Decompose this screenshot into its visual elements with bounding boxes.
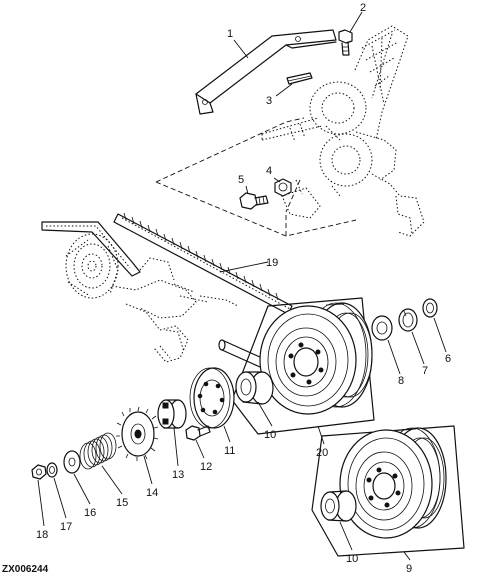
callout-6: 6 (445, 353, 451, 365)
figure-code: ZX006244 (2, 564, 49, 575)
part-15-spring (79, 432, 117, 470)
tensioner-assembly-phantom (41, 221, 239, 363)
pulley-assembly-20 (259, 302, 373, 415)
callout-12: 12 (200, 461, 212, 473)
callout-9: 9 (406, 563, 412, 575)
callout-17: 17 (60, 521, 72, 533)
part-16-washer (63, 450, 81, 474)
part-3-key (286, 72, 313, 85)
part-18-nut (31, 464, 47, 480)
part-6-washer (422, 298, 438, 318)
part-11-clutch-hub (189, 367, 235, 429)
part-2-bolt (338, 29, 353, 56)
callout-3: 3 (266, 95, 272, 107)
part-10-bushing (235, 371, 274, 405)
pulley-assembly-9 (339, 427, 447, 539)
main-shaft (218, 339, 263, 368)
part-10-bushing-b (320, 490, 357, 522)
callout-20: 20 (316, 447, 328, 459)
assembly-9-outline (311, 425, 465, 557)
part-1-bracket (195, 29, 337, 115)
callout-13: 13 (172, 469, 184, 481)
callout-5: 5 (238, 174, 244, 186)
callout-18: 18 (36, 529, 48, 541)
part-7-snap-ring (398, 308, 418, 332)
callout-8: 8 (398, 375, 404, 387)
callout-7: 7 (422, 365, 428, 377)
part-17-lock-washer (46, 462, 58, 478)
callout-labels: 1 2 3 4 5 6 7 8 9 10 10 11 12 13 14 15 1… (36, 2, 451, 575)
callout-16: 16 (84, 507, 96, 519)
callout-10-a: 10 (264, 429, 276, 441)
callout-11: 11 (224, 445, 235, 457)
part-14-sprocket (116, 406, 159, 461)
callout-15: 15 (116, 497, 128, 509)
part-12-cap-screw (185, 425, 211, 441)
leader-lines (37, 11, 447, 561)
callout-1: 1 (227, 28, 233, 40)
callout-19: 19 (266, 257, 278, 269)
part-5-bolt (239, 192, 269, 210)
callout-2: 2 (360, 2, 366, 14)
callout-4: 4 (266, 165, 272, 177)
callout-14: 14 (146, 487, 158, 499)
reference-outline-dashed (155, 117, 357, 237)
part-13-collar (157, 399, 187, 429)
part-8-bearing (371, 315, 393, 341)
part-4-nut (274, 178, 292, 197)
gearbox-housing-phantom (261, 25, 425, 237)
callout-10-b: 10 (346, 553, 358, 565)
